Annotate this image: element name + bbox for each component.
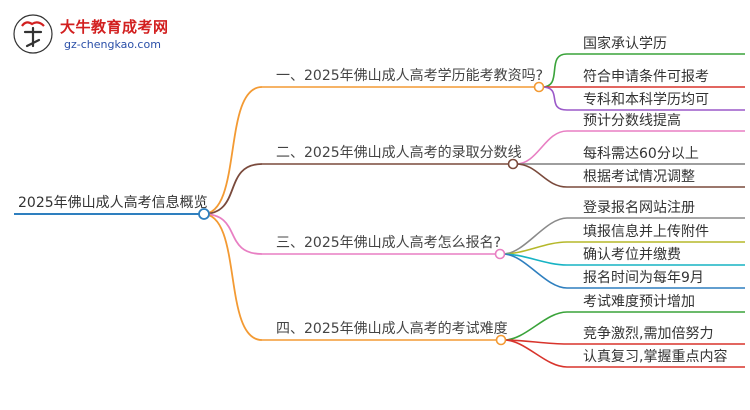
branch-label: 三、2025年佛山成人高考怎么报名? [276, 235, 502, 251]
leaf-label: 根据考试情况调整 [583, 169, 695, 185]
branch-label: 一、2025年佛山成人高考学历能考教资吗? [276, 68, 544, 84]
branch-connector [202, 213, 263, 255]
branch-label: 二、2025年佛山成人高考的录取分数线 [276, 145, 522, 161]
leaf-label: 报名时间为每年9月 [583, 270, 704, 286]
site-logo: 大牛教育成考网 gz-chengkao.com [8, 10, 178, 60]
branch-connector [202, 86, 263, 215]
leaf-label: 符合申请条件可报考 [583, 69, 709, 85]
root-node-label: 2025年佛山成人高考信息概览 [18, 195, 208, 211]
branch-node-circle [494, 248, 506, 260]
leaf-label: 国家承认学历 [583, 36, 667, 52]
branch-connector [202, 163, 263, 215]
leaf-label: 专科和本科学历均可 [583, 92, 709, 108]
leaf-label: 竞争激烈,需加倍努力 [583, 326, 714, 342]
branch-connector [202, 213, 263, 341]
bull-logo-icon [13, 14, 53, 54]
leaf-connector [515, 163, 568, 188]
branch-node-circle [495, 334, 507, 346]
leaf-label: 预计分数线提高 [583, 113, 681, 129]
logo-title: 大牛教育成考网 [60, 18, 169, 36]
leaf-label: 每科需达60分以上 [583, 146, 699, 162]
leaf-connector [503, 311, 568, 341]
leaf-label: 认真复习,掌握重点内容 [583, 349, 728, 365]
leaf-connector [503, 339, 568, 368]
leaf-label: 考试难度预计增加 [583, 294, 695, 310]
leaf-label: 登录报名网站注册 [583, 200, 695, 216]
logo-url: gz-chengkao.com [64, 38, 161, 51]
leaf-label: 确认考位并缴费 [583, 247, 681, 263]
branch-label: 四、2025年佛山成人高考的考试难度 [276, 321, 508, 337]
leaf-connector [502, 253, 568, 289]
leaf-connector [541, 53, 568, 88]
root-node-circle [198, 208, 210, 220]
branch-node-circle [507, 158, 519, 170]
branch-node-circle [533, 81, 545, 93]
leaf-label: 填报信息并上传附件 [583, 224, 709, 240]
leaf-connector [515, 130, 568, 165]
leaf-connector [541, 86, 568, 111]
